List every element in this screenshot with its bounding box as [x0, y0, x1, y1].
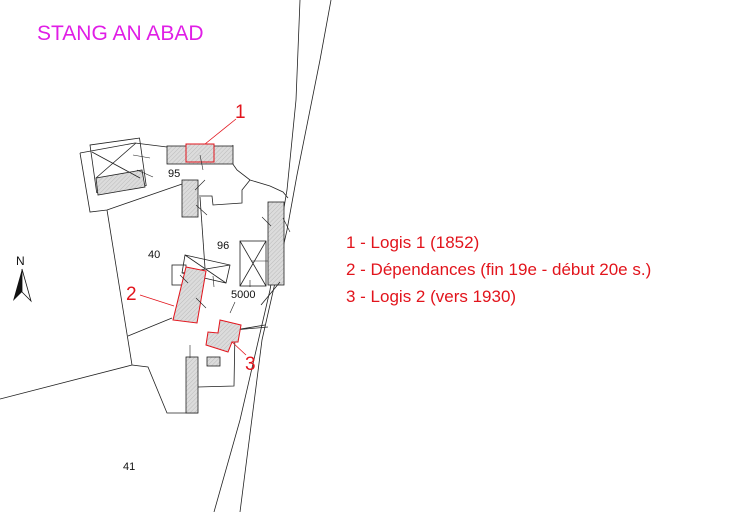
legend-item-3: 3 - Logis 2 (vers 1930) [346, 287, 517, 306]
parcel-40: 40 [148, 249, 161, 261]
parcel-41: 41 [123, 461, 136, 473]
parcel-boundary [0, 364, 133, 400]
legend-item-1: 1 - Logis 1 (1852) [346, 233, 480, 252]
parcel-96: 96 [217, 240, 230, 252]
callout-1: 1 [235, 102, 246, 123]
parcel-boundary [79, 142, 168, 154]
north-label: N [16, 254, 25, 268]
callout-2: 2 [126, 284, 137, 305]
parcel-boundary [199, 179, 251, 206]
parcel-boundary [199, 196, 206, 269]
map-title: STANG AN ABAD [37, 22, 204, 45]
callout-3: 3 [245, 354, 256, 375]
parcel-boundary [197, 324, 266, 388]
north-arrow-icon [13, 268, 32, 303]
parcel-boundary [127, 317, 173, 337]
road-right-edge [239, 0, 332, 512]
building-dependances [172, 266, 207, 324]
parcel-boundary [106, 209, 198, 414]
parcel-boundary [79, 152, 186, 213]
legend-item-2: 2 - Dépendances (fin 19e - début 20e s.) [346, 260, 652, 279]
building-logis-1 [185, 143, 215, 163]
building-logis-2 [205, 319, 242, 353]
parcel-5000: 5000 [231, 289, 256, 301]
parcel-boundary [229, 144, 289, 199]
parcel-95: 95 [168, 168, 181, 180]
